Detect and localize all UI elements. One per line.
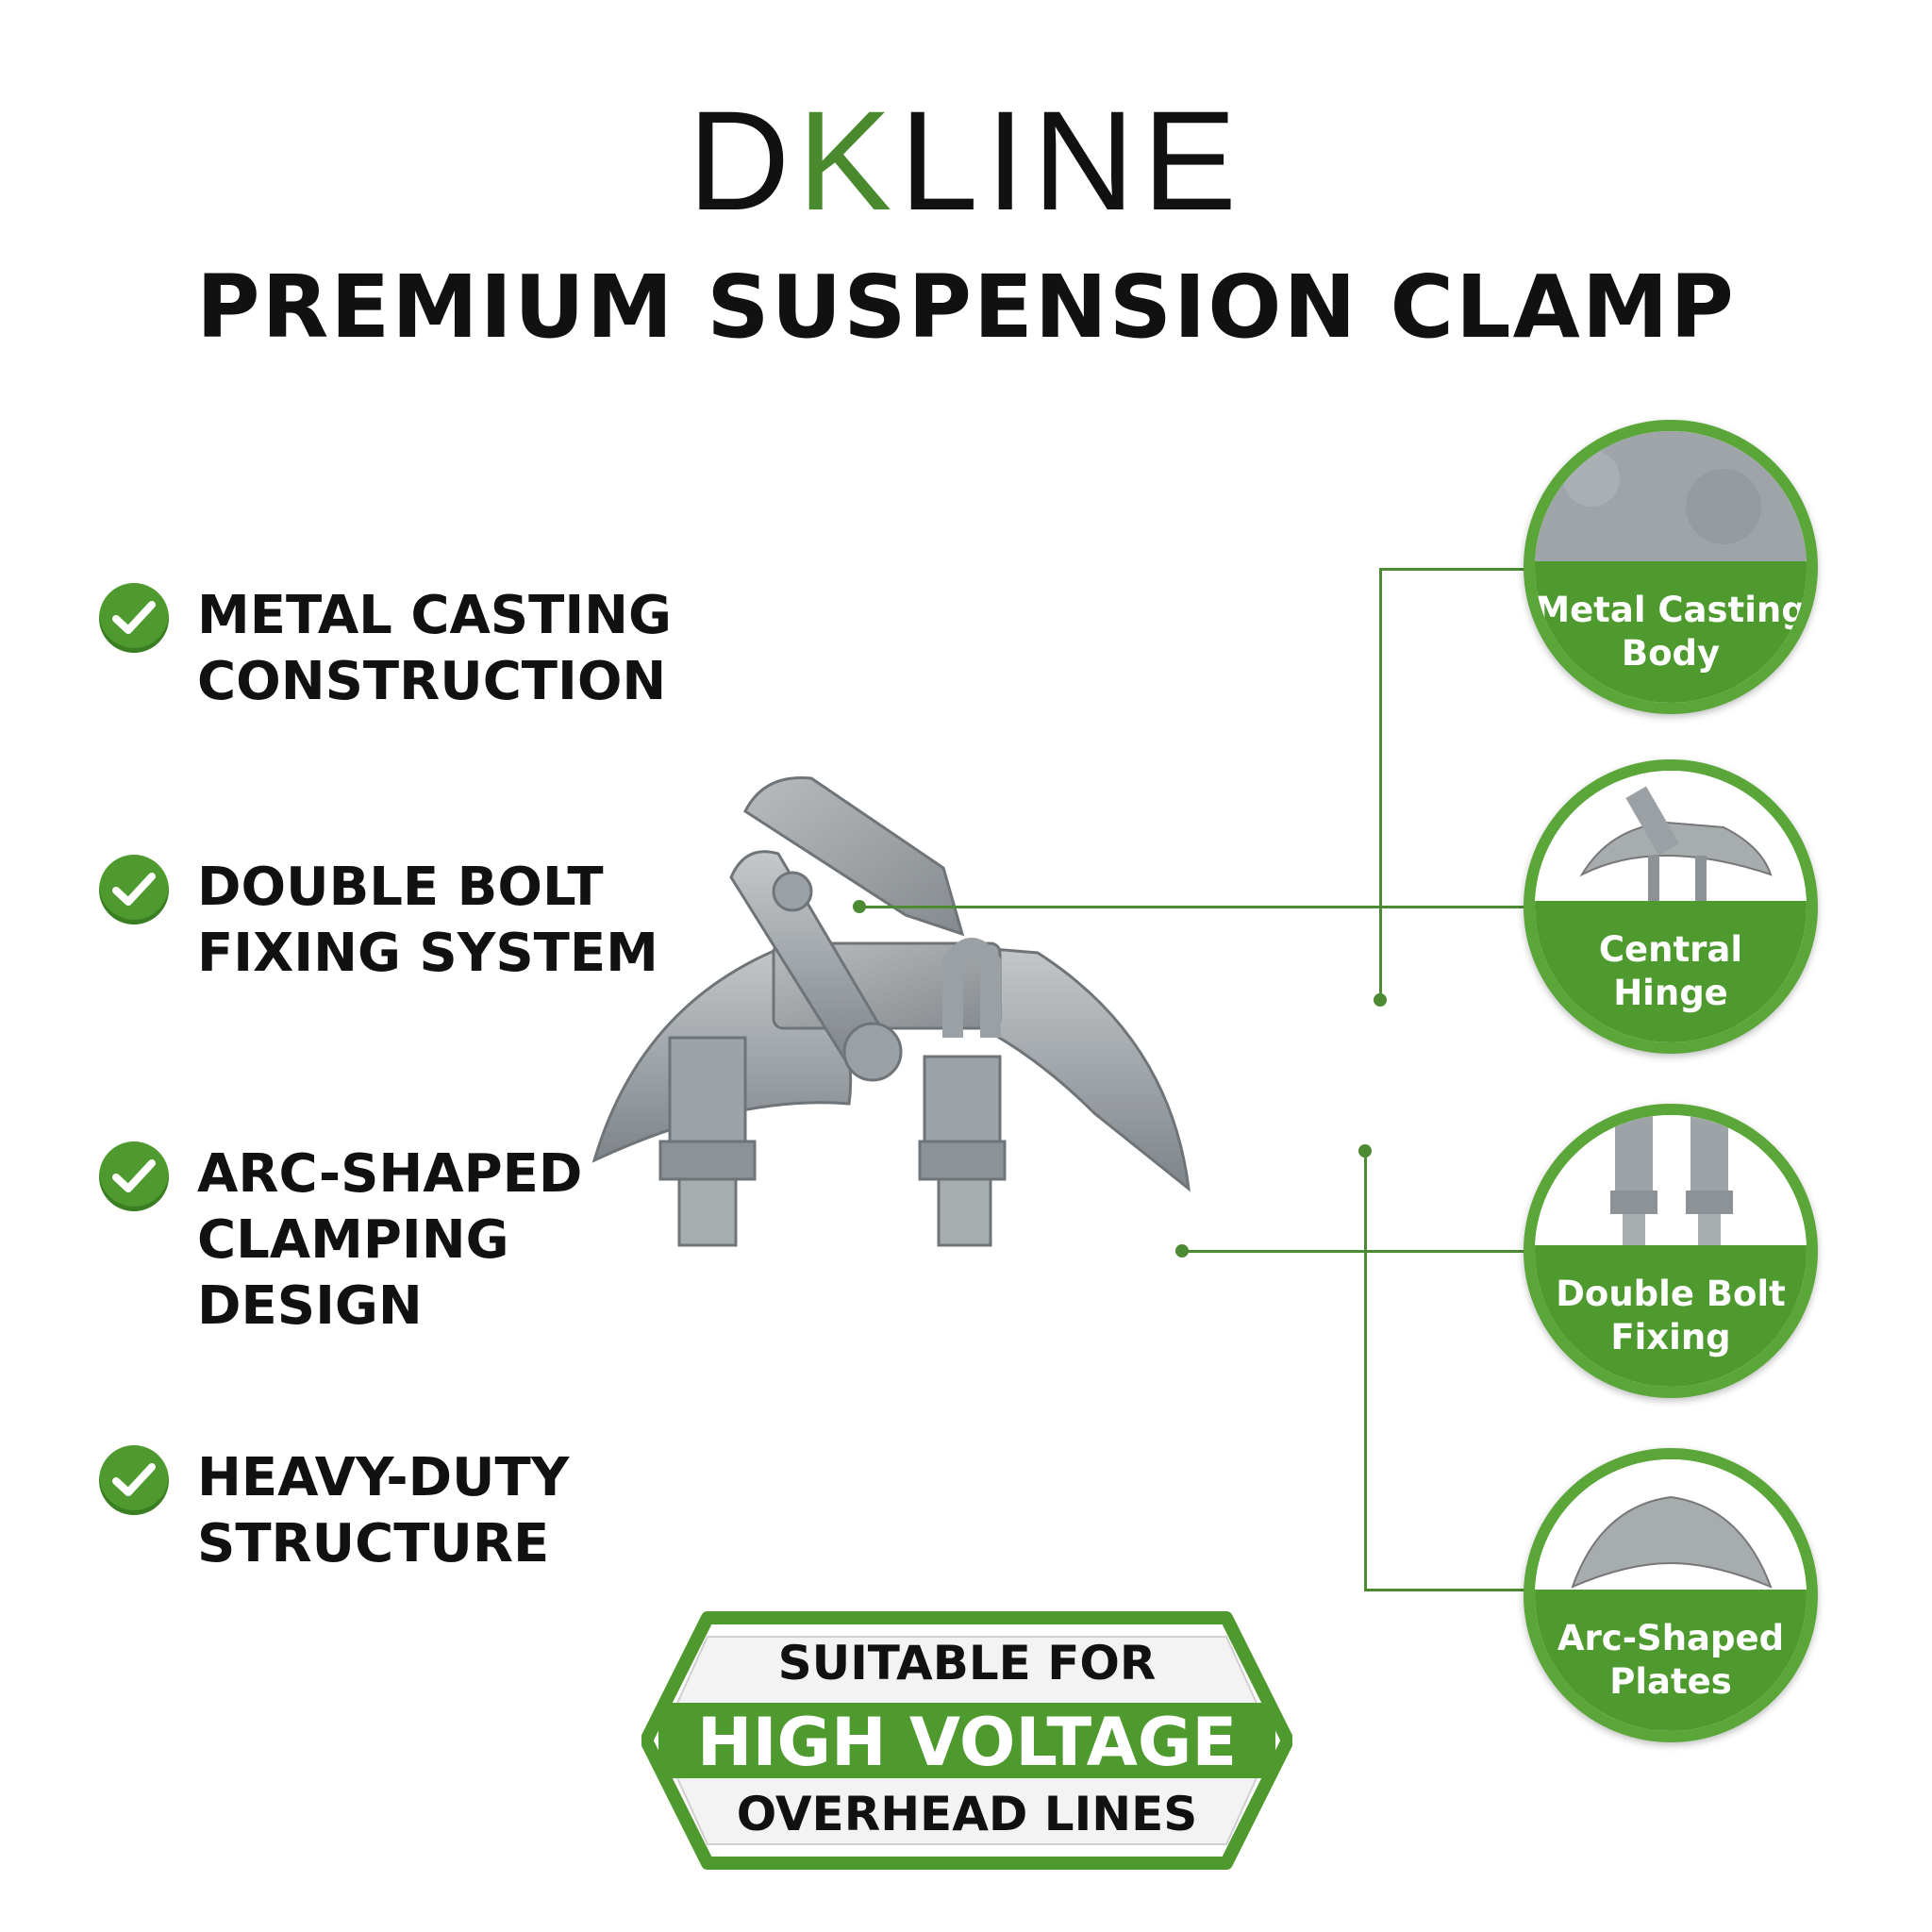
callout-central-hinge: Central Hinge	[1524, 759, 1818, 1054]
callout-label: Central Hinge	[1535, 901, 1807, 1042]
feature-item: HEAVY-DUTY STRUCTURE	[99, 1445, 569, 1577]
callout-label: Metal Casting Body	[1535, 561, 1807, 703]
feature-text: ARC-SHAPED CLAMPING DESIGN	[197, 1143, 583, 1337]
feature-text: HEAVY-DUTY STRUCTURE	[197, 1447, 570, 1574]
feature-text: METAL CASTING CONSTRUCTION	[197, 585, 672, 712]
badge-line3: OVERHEAD LINES	[736, 1787, 1198, 1841]
brand-logo: DKLINE	[0, 90, 1932, 231]
check-icon	[99, 855, 169, 924]
connector-line	[858, 906, 1530, 908]
check-icon	[99, 583, 169, 653]
callout-metal-casting-body: Metal Casting Body	[1524, 420, 1818, 714]
feature-item: ARC-SHAPED CLAMPING DESIGN	[99, 1141, 582, 1340]
connector-line	[1181, 1250, 1530, 1253]
feature-text: DOUBLE BOLT FIXING SYSTEM	[197, 857, 658, 984]
connector-dot	[853, 900, 866, 913]
callout-label: Double Bolt Fixing	[1535, 1245, 1807, 1387]
callout-double-bolt-fixing: Double Bolt Fixing	[1524, 1104, 1818, 1398]
logo-letter-k: K	[797, 81, 900, 240]
connector-line	[1379, 568, 1530, 571]
check-icon	[99, 1141, 169, 1211]
voltage-badge	[641, 1611, 1292, 1870]
connector-line	[1379, 568, 1382, 1002]
logo-suffix: LINE	[899, 81, 1244, 240]
arc-plate-image	[1535, 1459, 1807, 1601]
callout-arc-shaped-plates: Arc-Shaped Plates	[1524, 1448, 1818, 1742]
connector-dot	[1175, 1244, 1189, 1257]
feature-item: METAL CASTING CONSTRUCTION	[99, 583, 672, 715]
logo-letter-d: D	[688, 81, 798, 240]
bolts-image	[1535, 1115, 1807, 1257]
connector-dot	[1374, 993, 1387, 1007]
check-icon	[99, 1445, 169, 1515]
hinge-image	[1535, 771, 1807, 912]
badge-line1: SUITABLE FOR	[777, 1636, 1157, 1690]
badge-line2: HIGH VOLTAGE	[696, 1704, 1238, 1781]
connector-line	[1364, 1589, 1530, 1591]
connector-line	[1364, 1151, 1367, 1590]
page-title: PREMIUM SUSPENSION CLAMP	[196, 257, 1736, 358]
callout-label: Arc-Shaped Plates	[1535, 1590, 1807, 1731]
metal-texture-image	[1535, 431, 1807, 573]
suspension-clamp-image	[591, 775, 1191, 1247]
feature-item: DOUBLE BOLT FIXING SYSTEM	[99, 855, 658, 987]
connector-dot	[1358, 1144, 1372, 1158]
